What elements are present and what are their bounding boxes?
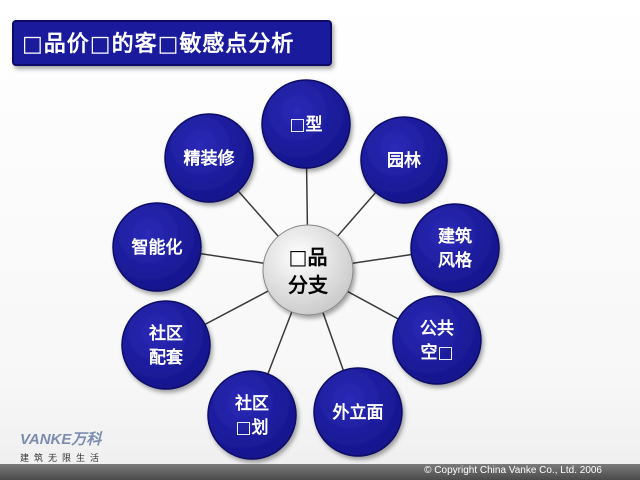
node-label: 建筑 <box>438 226 472 247</box>
node-label: 外立面 <box>333 402 384 423</box>
node-circle <box>164 113 254 203</box>
node-circle <box>112 202 202 292</box>
page-title-text: □品价□的客□敏感点分析 <box>22 32 295 57</box>
node-circle <box>261 79 351 169</box>
center-node <box>262 224 354 316</box>
node-label: 公共 <box>420 319 454 339</box>
node-circle <box>207 370 297 460</box>
node-label: 精装修 <box>184 148 236 169</box>
center-circle <box>262 224 354 316</box>
page-title: □品价□的客□敏感点分析 <box>12 20 332 66</box>
node-circle <box>313 367 403 457</box>
node-label: 社区 <box>148 323 183 344</box>
footer-bar: © Copyright China Vanke Co., Ltd. 2006 <box>0 464 640 480</box>
node-circle <box>360 116 448 204</box>
node-label: 配套 <box>149 347 184 368</box>
node-circle <box>410 203 500 293</box>
node-n1: □型 <box>261 79 351 169</box>
node-label: □划 <box>235 417 268 438</box>
node-label: 社区 <box>234 393 269 414</box>
logo-brand: VANKE万科 <box>20 431 102 448</box>
logo-tagline: 建筑无限生活 <box>20 454 105 464</box>
node-label: □型 <box>289 114 322 135</box>
center-label-line2: 分支 <box>288 273 329 297</box>
copyright-text: © Copyright China Vanke Co., Ltd. 2006 <box>424 465 602 476</box>
node-label: 空□ <box>420 342 453 363</box>
vanke-logo: VANKE万科 建筑无限生活 <box>20 428 130 464</box>
node-circle <box>392 295 482 385</box>
node-n6: 社区 □划 <box>207 370 297 460</box>
node-label: 智能化 <box>132 237 183 258</box>
node-n9: 精装修 <box>164 113 254 203</box>
node-n4: 公共空□ <box>392 295 482 385</box>
node-n5: 外立面 <box>313 367 403 457</box>
node-n2: 园林 <box>360 116 448 204</box>
node-n8: 智能化 <box>112 202 202 292</box>
node-label: 园林 <box>387 150 421 171</box>
node-circle <box>121 300 211 390</box>
center-label-line1: □品 <box>289 245 328 269</box>
node-label: 风格 <box>438 250 473 271</box>
